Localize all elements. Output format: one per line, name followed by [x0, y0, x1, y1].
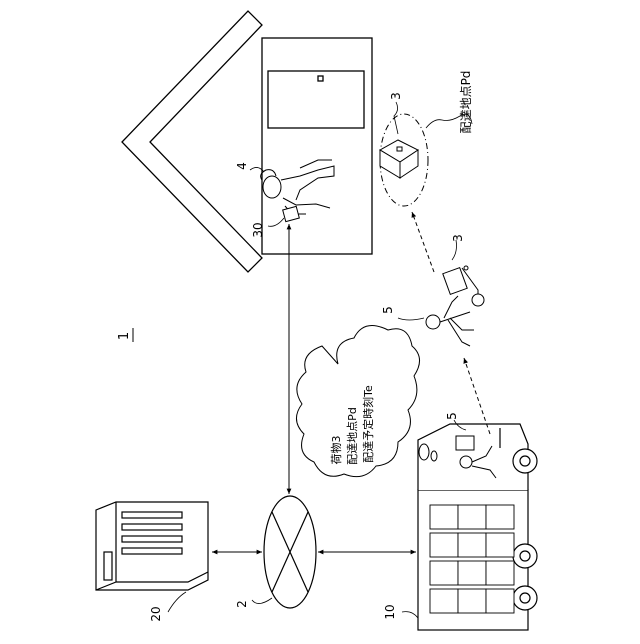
label-recipient: 4	[235, 162, 249, 170]
label-system: 1	[117, 332, 132, 340]
label-deliverer: 5	[381, 306, 395, 314]
house	[122, 11, 372, 272]
label-network: 2	[235, 600, 249, 608]
label-terminal: 30	[251, 222, 265, 237]
vehicle-leader-line	[402, 612, 418, 618]
label-package: 3	[389, 92, 403, 100]
house-roof	[122, 11, 262, 272]
network-node	[264, 496, 316, 608]
package-box-icon	[380, 140, 418, 178]
package-leader-line-2	[452, 240, 457, 260]
deliverer-with-trolley	[426, 266, 484, 346]
server-leader-line	[168, 592, 186, 612]
package-leader-line-top	[394, 102, 398, 134]
balloon-line-2: 配達地点Pd	[346, 407, 359, 465]
label-package-2: 3	[451, 234, 465, 242]
deliverer-leader-line-1	[398, 318, 424, 320]
route-deliverer-to-point	[412, 212, 434, 272]
balloon-line-1: 荷物3	[329, 436, 343, 465]
label-vehicle: 10	[383, 604, 397, 619]
server-computer	[96, 502, 208, 590]
route-vehicle-to-deliverer	[464, 358, 490, 434]
label-server: 20	[149, 606, 163, 621]
label-deliverer-2: 5	[445, 412, 459, 420]
balloon-line-3: 配達予定時刻Te	[361, 385, 375, 463]
network-leader-line	[252, 598, 272, 604]
delivery-point-label: 配達地点Pd	[459, 71, 473, 134]
